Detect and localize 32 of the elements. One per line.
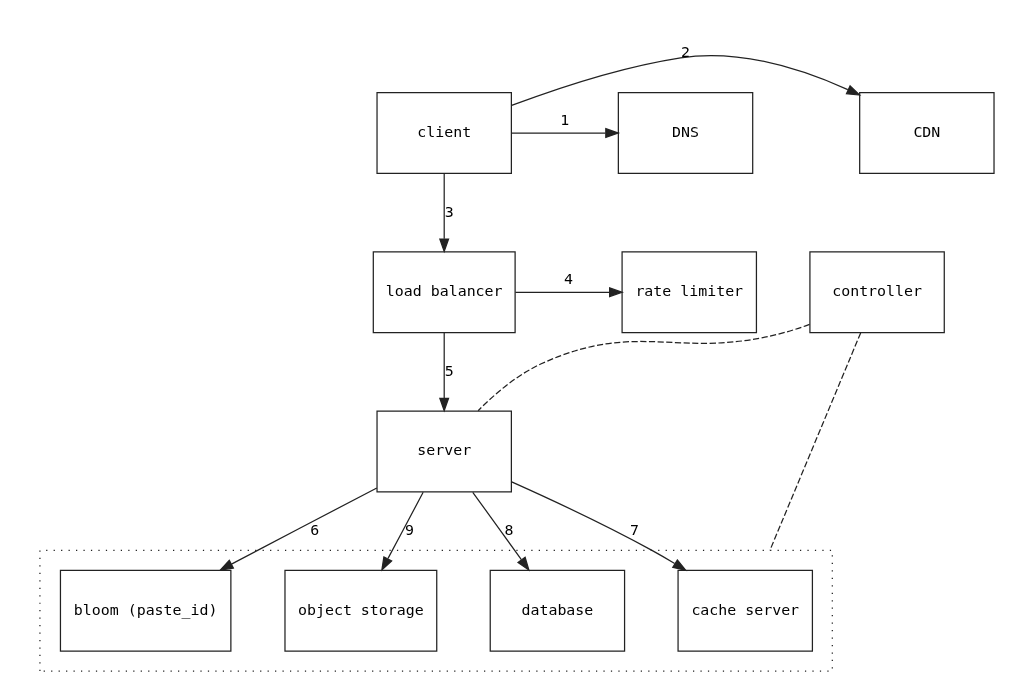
arrow — [381, 491, 424, 572]
arrow — [218, 487, 378, 571]
node-box: cache server — [677, 569, 814, 652]
arrow — [510, 127, 621, 139]
arrow — [438, 173, 450, 254]
node-box: server — [376, 410, 512, 493]
arrow — [438, 332, 450, 413]
node-box: controller — [809, 251, 945, 334]
node-box: DNS — [617, 92, 754, 175]
node-box: load balancer — [372, 251, 516, 334]
connector — [477, 323, 811, 412]
edge-label: 1 — [560, 111, 570, 130]
edge-label: 8 — [504, 520, 514, 539]
node-box: client — [376, 92, 512, 175]
node-box: object storage — [284, 569, 438, 652]
edge-label: 4 — [564, 270, 574, 289]
node-box: rate limiter — [621, 251, 758, 334]
arrow — [514, 287, 624, 298]
edge-label: 5 — [444, 361, 454, 380]
edge-label: 2 — [681, 43, 691, 62]
edge-label: 6 — [310, 520, 320, 539]
node-box: bloom (paste_id) — [59, 569, 232, 652]
cluster — [39, 549, 833, 672]
arrow — [472, 491, 530, 572]
node-box: CDN — [859, 92, 995, 175]
arrow — [511, 54, 862, 107]
edge-label: 9 — [404, 520, 414, 539]
connector — [769, 332, 862, 551]
node-box: database — [489, 569, 626, 652]
arrow — [511, 481, 688, 572]
edge-label: 7 — [630, 520, 640, 539]
edge-label: 3 — [444, 202, 454, 221]
